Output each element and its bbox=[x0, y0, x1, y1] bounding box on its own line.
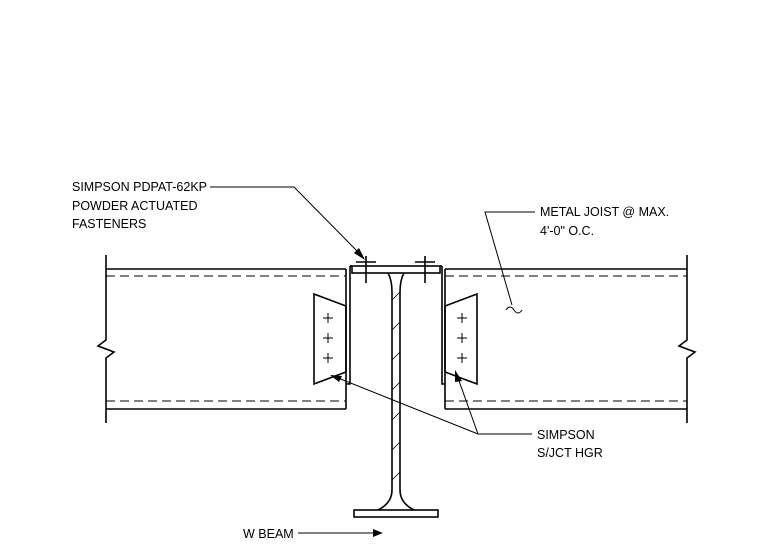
left-joist bbox=[96, 255, 347, 423]
beam-top-flange bbox=[351, 265, 441, 274]
label-hanger-line1: SIMPSON bbox=[537, 428, 595, 442]
fastener-left bbox=[356, 256, 376, 283]
label-joist-line2: 4'-0" O.C. bbox=[540, 224, 594, 238]
leader-hanger bbox=[330, 370, 532, 435]
label-beam: W BEAM bbox=[243, 527, 294, 541]
leader-beam bbox=[298, 529, 383, 537]
right-break-line bbox=[677, 255, 697, 423]
left-hanger bbox=[313, 265, 352, 386]
right-hanger-nails bbox=[457, 313, 467, 363]
label-hanger-line2: S/JCT HGR bbox=[537, 446, 603, 460]
label-joist-line1: METAL JOIST @ MAX. bbox=[540, 205, 669, 219]
beam-web-left bbox=[377, 272, 393, 511]
leader-joist bbox=[484, 211, 535, 314]
label-fasteners-line3: FASTENERS bbox=[72, 217, 146, 231]
label-hanger: SIMPSON S/JCT HGR bbox=[537, 428, 603, 460]
beam-bottom-flange bbox=[353, 509, 439, 518]
beam-web-right bbox=[399, 272, 415, 511]
w-beam bbox=[351, 265, 441, 518]
left-hanger-nails bbox=[323, 313, 333, 363]
label-joist: METAL JOIST @ MAX. 4'-0" O.C. bbox=[540, 205, 669, 238]
label-fasteners-line1: SIMPSON PDPAT-62KP bbox=[72, 180, 207, 194]
right-hanger bbox=[440, 265, 478, 386]
left-break-line bbox=[96, 255, 116, 423]
label-beam-line1: W BEAM bbox=[243, 527, 294, 541]
label-fasteners: SIMPSON PDPAT-62KP POWDER ACTUATED FASTE… bbox=[72, 180, 207, 231]
label-fasteners-line2: POWDER ACTUATED bbox=[72, 199, 197, 213]
leader-fasteners bbox=[210, 186, 365, 260]
fastener-right bbox=[415, 256, 435, 283]
right-joist bbox=[444, 255, 697, 423]
